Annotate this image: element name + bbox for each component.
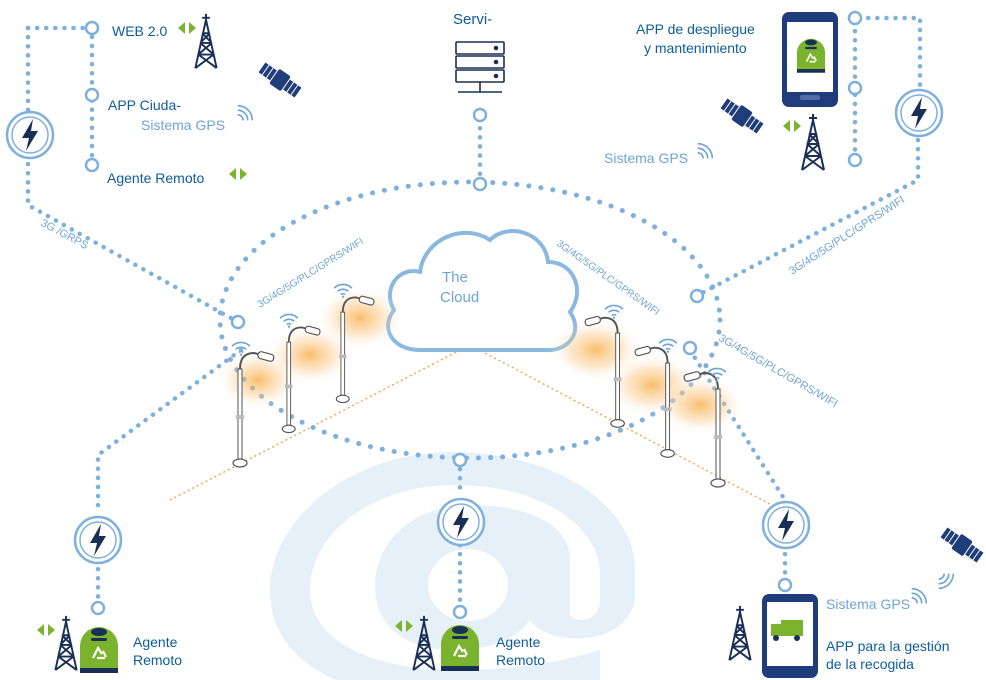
waste-container-icon xyxy=(78,625,120,674)
link-label-3g-grps: 3G /GRPS xyxy=(39,217,91,252)
lightning-icon xyxy=(73,515,123,565)
at-sign-watermark-icon xyxy=(270,452,635,680)
satellite-icon xyxy=(720,96,764,136)
wifi-signal-icon xyxy=(279,313,299,328)
wifi-signal-icon xyxy=(604,304,624,319)
collection-app-label-line1: APP para la gestión xyxy=(826,638,950,654)
smartphone-icon xyxy=(762,594,818,678)
deploy-app-label-line1: APP de despliegue xyxy=(636,21,755,37)
antenna-tower-icon xyxy=(194,12,218,70)
antenna-tower-icon xyxy=(728,604,752,662)
lightning-icon xyxy=(894,88,944,138)
remote-agent-label-line2: Remoto xyxy=(133,652,182,668)
lightning-icon xyxy=(761,500,811,550)
antenna-tower-icon xyxy=(800,112,826,172)
remote-agent-label-line1: Agente xyxy=(133,634,178,650)
remote-agent-center-line1: Agente xyxy=(496,634,541,650)
lightning-icon xyxy=(436,497,486,547)
cloud-label-line1: The xyxy=(442,269,468,286)
remote-agent-center-line2: Remoto xyxy=(496,652,545,668)
waste-container-icon xyxy=(795,37,827,74)
gps-label-top-left: Sistema GPS xyxy=(141,117,225,133)
connection-nodes xyxy=(84,10,863,620)
waste-container-icon xyxy=(439,623,481,672)
collection-app-label-line2: de la recogida xyxy=(826,656,914,672)
antenna-tower-icon xyxy=(54,614,78,672)
truck-icon xyxy=(771,620,803,641)
gps-signal-icon xyxy=(910,587,928,605)
satellite-icon xyxy=(258,60,302,100)
server-icon xyxy=(455,41,505,93)
bidirectional-arrow-icon xyxy=(37,624,55,636)
network-ring xyxy=(217,179,723,461)
bidirectional-arrow-icon xyxy=(783,120,801,132)
satellite-icon xyxy=(940,525,984,565)
cloud-label-line2: Cloud xyxy=(440,289,479,306)
ground-perspective-line xyxy=(169,344,801,521)
web-label: WEB 2.0 xyxy=(112,23,167,39)
cloud-icon xyxy=(386,229,579,353)
link-label-right-top-network: 3G/4G/5G/PLC/GPRS/WIFI xyxy=(787,194,907,278)
bidirectional-arrow-icon xyxy=(229,168,247,180)
citizen-app-label: APP Ciuda- xyxy=(108,97,181,113)
deploy-app-label-line2: y mantenimiento xyxy=(644,40,747,56)
lamp-glows xyxy=(216,286,745,435)
gps-signal-icon xyxy=(236,104,254,122)
gps-signal-icon xyxy=(696,142,714,160)
gps-signal-icon xyxy=(937,572,955,590)
smartphone-icon xyxy=(782,12,838,107)
wifi-signal-icon xyxy=(658,338,678,353)
remote-agent-label-top-left: Agente Remoto xyxy=(107,170,204,186)
gps-label-top-right: Sistema GPS xyxy=(604,150,688,166)
bidirectional-arrow-icon xyxy=(178,22,196,34)
lightning-icon xyxy=(5,110,55,160)
server-label: Servi- xyxy=(453,11,492,28)
gps-label-bottom-right: Sistema GPS xyxy=(826,596,910,612)
